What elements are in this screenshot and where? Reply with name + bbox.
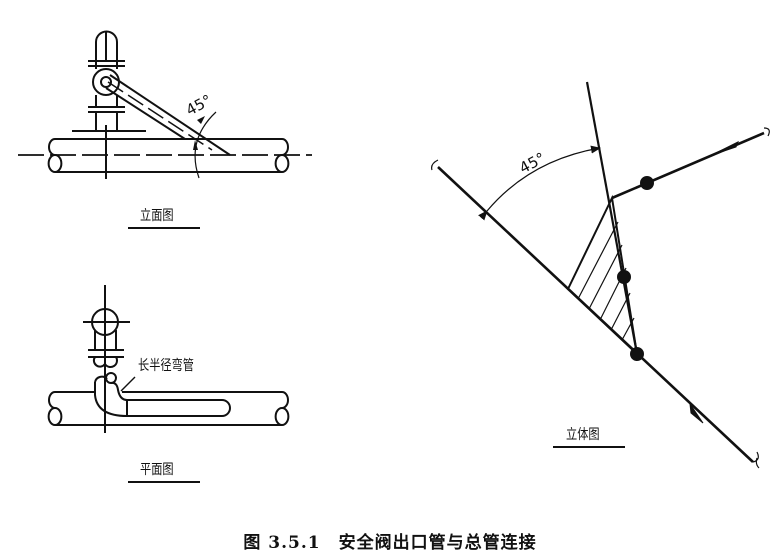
joint-dot: [617, 270, 631, 284]
valve-flange: [88, 60, 125, 113]
joint-dot: [630, 347, 644, 361]
vertical-line: [585, 81, 639, 355]
angle-arc: [194, 111, 217, 179]
callout-leader: [120, 376, 136, 392]
isometric-title: 立体图: [566, 427, 600, 443]
joint-dot: [640, 176, 654, 190]
valve-body: [95, 30, 118, 131]
elevation-title: 立面图: [140, 208, 174, 224]
plan-view: [47, 285, 290, 483]
flow-arrow-branch: [711, 140, 739, 156]
branch-line: [611, 131, 765, 200]
isometric-view: 45°: [431, 81, 770, 469]
long-radius-elbow: [94, 375, 231, 417]
flow-arrow-header: [689, 403, 704, 424]
isometric-angle-label: 45°: [516, 149, 548, 177]
header-pipe: [47, 138, 290, 173]
angle-arc: [478, 145, 601, 221]
valve-body: [88, 330, 124, 358]
elevation-view: 45°: [18, 30, 312, 229]
plan-title: 平面图: [140, 462, 174, 478]
discharge-pipe: [105, 74, 231, 156]
header-pipe: [47, 391, 290, 426]
elevation-angle-label: 45°: [183, 91, 215, 119]
valve-outlet: [92, 68, 120, 96]
elbow-callout: 长半径弯管: [138, 358, 194, 374]
figure-caption: 图 3.5.1 安全阀出口管与总管连接: [243, 533, 537, 553]
